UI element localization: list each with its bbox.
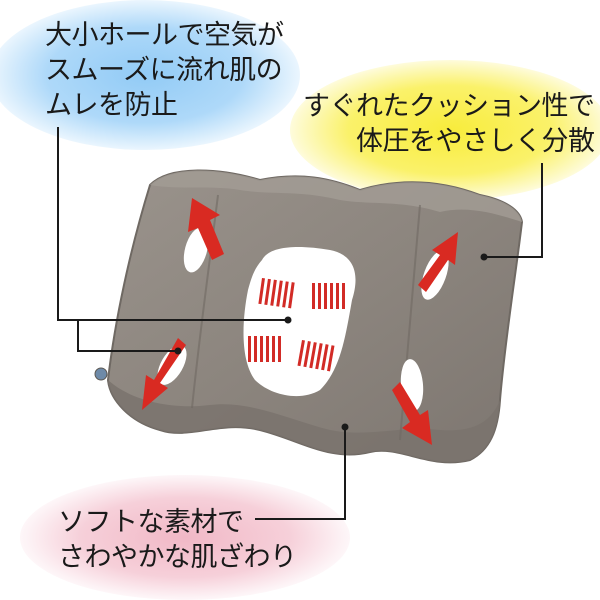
cushion-caption: すぐれたクッション性で 体圧をやさしく分散 bbox=[303, 89, 595, 159]
arrow-lower-right-icon bbox=[392, 382, 432, 445]
cushion-line-2: 体圧をやさしく分散 bbox=[356, 126, 595, 157]
airflow-stripes bbox=[248, 278, 345, 372]
ventilation-caption: 大小ホールで空気が スムーズに流れ肌の ムレを防止 bbox=[45, 18, 284, 123]
leader-lines bbox=[57, 127, 543, 520]
upper-left-hole bbox=[183, 227, 209, 273]
center-hole bbox=[243, 247, 356, 397]
cushion-line-1: すぐれたクッション性で bbox=[303, 91, 595, 122]
arrow-lower-left-icon bbox=[142, 338, 186, 410]
ventilation-line-2: スムーズに流れ肌の bbox=[45, 55, 283, 86]
yellow-highlight-glow bbox=[290, 60, 600, 200]
arrow-upper-left-icon bbox=[188, 198, 224, 260]
air-valve-icon bbox=[94, 367, 108, 381]
arrow-upper-right-icon bbox=[418, 232, 458, 292]
soft-line-1: ソフトな素材で bbox=[58, 507, 244, 538]
leader-cushion bbox=[484, 163, 543, 258]
soft-line-2: さわやかな肌ざわり bbox=[58, 542, 297, 573]
leader-ventilation-center bbox=[57, 127, 288, 321]
ventilation-line-3: ムレを防止 bbox=[45, 90, 178, 121]
leader-dots bbox=[174, 253, 488, 431]
soft-material-caption: ソフトな素材で さわやかな肌ざわり bbox=[58, 505, 297, 575]
ventilation-line-1: 大小ホールで空気が bbox=[45, 20, 284, 51]
blue-highlight-glow bbox=[0, 0, 300, 150]
leader-soft bbox=[255, 427, 346, 520]
leader-ventilation-side bbox=[77, 320, 178, 352]
expansion-arrows bbox=[142, 198, 458, 445]
pink-highlight-glow bbox=[20, 475, 350, 600]
